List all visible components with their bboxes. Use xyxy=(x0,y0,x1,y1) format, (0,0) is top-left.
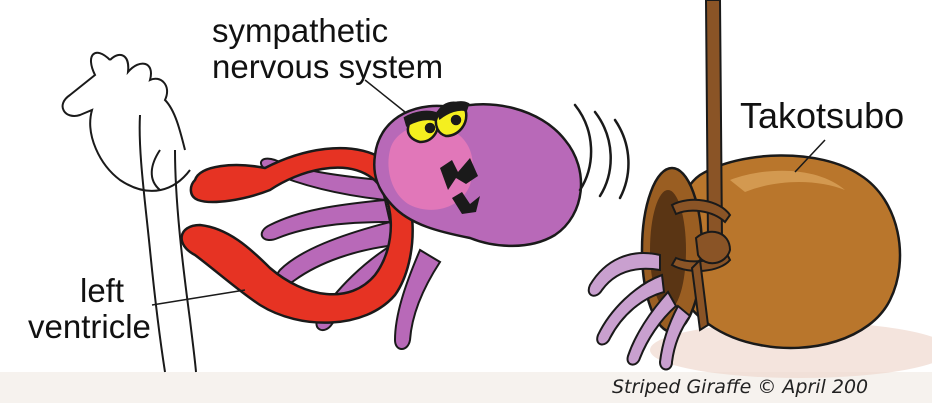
credit-text: Striped Giraffe © April 200 xyxy=(612,376,868,398)
motion-lines xyxy=(575,105,628,198)
leader-left-ventricle xyxy=(152,290,245,305)
label-takotsubo: Takotsubo xyxy=(740,95,904,136)
label-sympathetic-line1: sympathetic xyxy=(212,12,388,49)
label-sympathetic-line2: nervous system xyxy=(212,48,443,85)
label-left: left xyxy=(80,272,124,309)
label-ventricle: ventricle xyxy=(28,308,151,345)
